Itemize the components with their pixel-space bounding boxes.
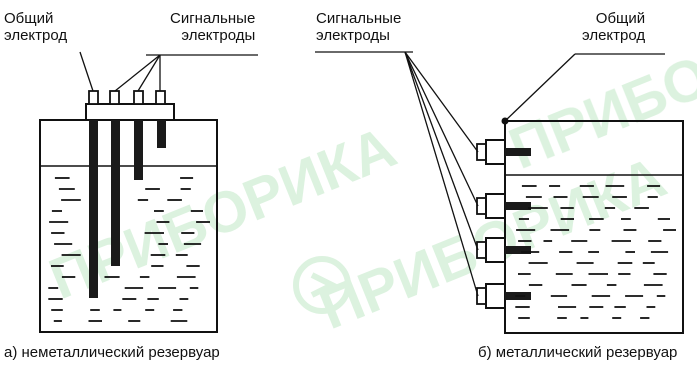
right-caption: б) металлический резервуар	[478, 344, 678, 361]
left-rod-3	[157, 120, 166, 148]
left-common-leader	[79, 51, 94, 92]
left-rod-1	[111, 120, 120, 266]
left-common-label-line1: Общий	[4, 10, 54, 27]
right-electrode-housing-1	[485, 139, 506, 165]
right-tank	[504, 120, 684, 334]
left-tank-group	[39, 51, 258, 333]
right-terminal-4	[476, 287, 487, 305]
left-common-label: Общий электрод	[4, 10, 67, 44]
left-rod-2	[134, 120, 143, 180]
left-caption: а) неметаллический резервуар	[4, 344, 220, 361]
right-signal-label-line1: Сигнальные	[316, 10, 402, 27]
left-terminal-2	[133, 90, 144, 105]
left-signal-leader-1	[114, 54, 161, 92]
right-electrode-housing-2	[485, 193, 506, 219]
right-terminal-3	[476, 241, 487, 259]
right-electrode-rod-1	[505, 148, 531, 156]
right-common-label-line2: электрод	[582, 27, 646, 44]
right-common-leader	[504, 53, 576, 122]
right-tank-group	[315, 51, 684, 334]
right-electrode-housing-3	[485, 237, 506, 263]
left-terminal-common	[88, 90, 99, 105]
right-liquid-dashes	[515, 185, 676, 319]
right-signal-label: Сигнальные электроды	[316, 10, 401, 44]
right-signal-leader-1	[404, 51, 479, 153]
right-signal-label-line2: электроды	[316, 27, 390, 44]
left-liquid-dashes	[48, 177, 210, 322]
right-signal-leader-3	[404, 51, 479, 251]
right-electrode-rod-3	[505, 246, 531, 254]
right-electrode-housing-4	[485, 283, 506, 309]
right-common-label-line1: Общий	[595, 10, 646, 27]
left-electrode-head	[85, 103, 175, 121]
left-signal-label-line1: Сигнальные	[170, 10, 256, 27]
right-signal-leader-4	[404, 51, 479, 297]
right-electrode-rod-2	[505, 202, 531, 210]
left-terminal-3	[155, 90, 166, 105]
left-signal-label-line2: электроды	[181, 27, 256, 44]
left-signal-leader-2	[137, 54, 161, 92]
right-common-label: Общий электрод	[582, 10, 645, 44]
right-signal-leader-2	[404, 51, 479, 207]
left-signal-label: Сигнальные электроды	[170, 10, 255, 44]
right-terminal-1	[476, 143, 487, 161]
left-rod-common	[89, 120, 98, 298]
left-terminal-1	[109, 90, 120, 105]
left-common-label-line2: электрод	[4, 27, 68, 44]
right-terminal-2	[476, 197, 487, 215]
